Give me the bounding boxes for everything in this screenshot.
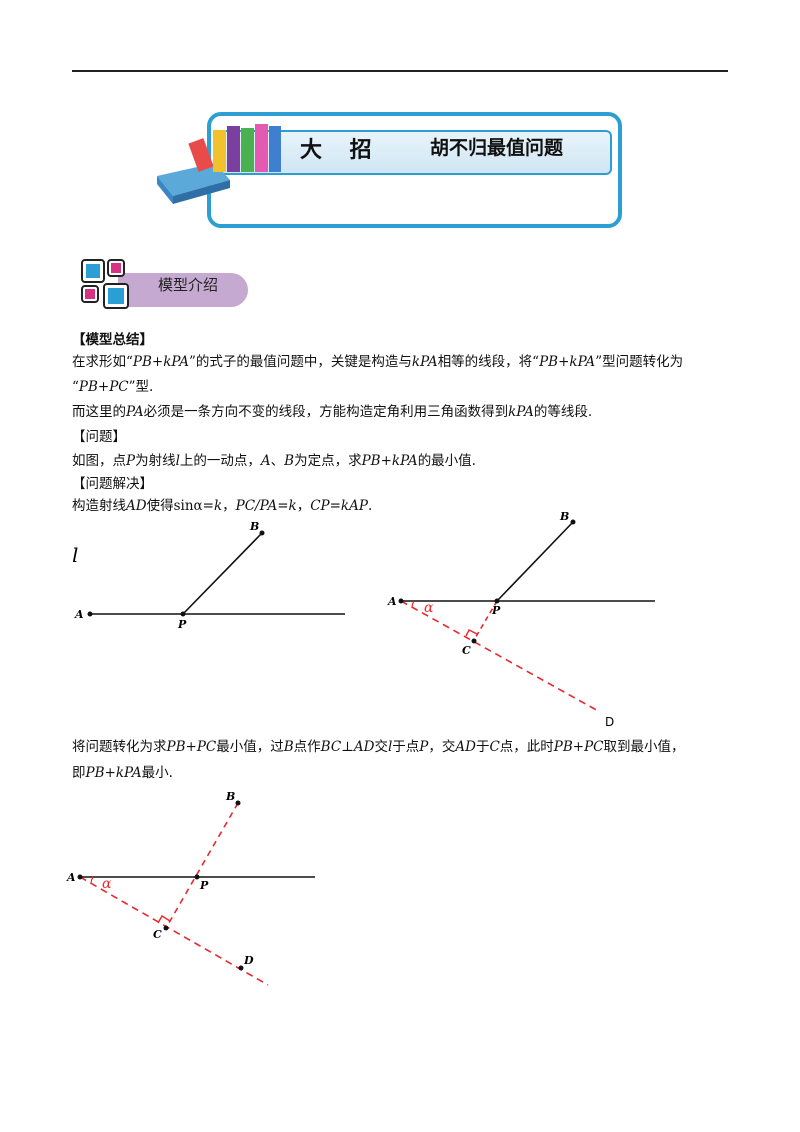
angle-arc [90,876,94,884]
solution-text: 构造射线AD使得sinα=k，PC/PA=k，CP=kAP. [72,498,373,514]
banner-bar [217,130,612,175]
point-c [163,925,169,931]
label-p: P [199,879,209,892]
paragraph-1-cont: “PB+PC”型. [72,379,154,395]
question-heading: 【问题】 [72,429,126,445]
label-p: P [177,618,187,631]
figure-3: A B P C D α [66,790,315,986]
section-pill [118,273,248,307]
transform-text-2: 即PB+kPA最小. [72,765,173,781]
point-d [238,965,244,971]
point-p [180,611,186,617]
label-b: B [225,790,235,803]
angle-arc [411,600,415,608]
segment-pb [182,532,263,615]
point-c [471,638,477,644]
point-b [259,530,265,536]
title-banner: 大 招 胡不归最值问题 [155,108,630,233]
label-b: B [559,510,569,523]
books-icon [157,124,281,204]
question-text: 如图，点P为射线l上的一动点，A、B为定点，求PB+kPA的最小值. [72,453,476,469]
label-c: C [462,644,471,657]
banner-label: 大 招 [300,138,382,163]
point-b [570,519,576,525]
figure-2: A B P C D α [387,510,655,729]
line-l-label: l [72,543,78,567]
point-a [87,611,93,617]
squares-icon [81,259,129,309]
label-alpha: α [102,876,112,892]
label-c: C [153,928,162,941]
label-alpha: α [424,600,434,616]
paragraph-2: 而这里的PA必须是一条方向不变的线段，方能构造定角利用三角函数得到kPA的等线段… [72,404,593,420]
point-a [77,874,83,880]
label-a: A [74,608,84,621]
section-label: 模型介绍 [158,276,219,294]
top-rule [72,70,728,72]
figures-top: l A B P A B P C D α [72,510,655,729]
point-a [398,598,404,604]
segment-bc [165,802,239,929]
ray-ad [79,876,269,986]
right-angle-mark [157,915,171,924]
label-d: D [243,954,254,967]
section-header: 模型介绍 [78,256,250,312]
label-b: B [249,520,259,533]
solution-heading: 【问题解决】 [72,476,153,492]
point-p [194,874,200,880]
label-a: A [66,871,76,884]
transform-text-1: 将问题转化为求PB+PC最小值，过B点作BC⊥AD交l于点P，交AD于C点，此时… [72,739,685,755]
right-angle-mark [465,629,478,637]
segment-pb [496,521,574,602]
point-b [235,800,241,806]
ray-ad [400,600,601,713]
label-d: D [605,715,614,729]
point-p [494,598,500,604]
label-p: P [491,604,501,617]
label-a: A [387,595,397,608]
banner-title: 胡不归最值问题 [430,137,564,159]
summary-heading: 【模型总结】 [72,332,153,348]
paragraph-1: 在求形如“PB+kPA”的式子的最值问题中，关键是构造与kPA相等的线段，将“P… [72,354,684,370]
segment-pc [473,600,498,641]
figure-1: l A B P [72,520,345,631]
